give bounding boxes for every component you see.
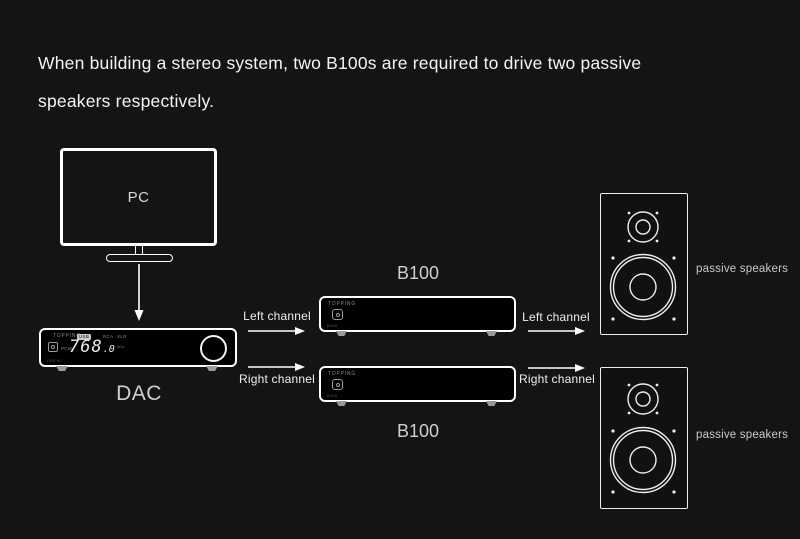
amp2-knob-icon: [332, 379, 343, 390]
amp2-foot-right: [486, 401, 497, 406]
heading-line-1: When building a stereo system, two B100s…: [38, 53, 642, 73]
heading-line-2: speakers respectively.: [38, 91, 215, 111]
amp1-foot-right: [486, 331, 497, 336]
arrowhead-pc-to-dac: [134, 310, 144, 321]
dac-right-channel-label: Right channel: [239, 372, 315, 386]
arrowhead-dac-to-amp2: [295, 363, 305, 371]
b100-amp-2: TOPPING B100: [319, 366, 516, 402]
speaker1-drivers: [609, 211, 677, 321]
dac-format-text: PCM: [61, 346, 72, 351]
dac-device: TOPPING PCM USB 768.0 RCA XLR kHz D90 II…: [39, 328, 237, 367]
dac-model-text: D90 III: [47, 358, 61, 363]
dac-input-icon: [48, 342, 58, 352]
dac-left-channel-label: Left channel: [243, 309, 311, 323]
amp2-model-text: B100: [327, 393, 338, 398]
monitor-stand-neck: [135, 246, 143, 254]
amp1-brand-text: TOPPING: [328, 301, 357, 307]
dac-input-icon-dot: [51, 345, 55, 349]
arrowhead-amp2-to-speaker2: [575, 364, 585, 372]
b100-top-label: B100: [396, 263, 440, 283]
heading: When building a stereo system, two B100s…: [38, 44, 641, 120]
amp2-knob-dot: [335, 382, 340, 387]
passive-speaker-1-icon: [600, 193, 688, 335]
dac-sample-rate-decimal: .0: [102, 344, 115, 355]
amp1-model-text: B100: [327, 323, 338, 328]
dac-foot-left: [56, 366, 68, 371]
passive-speakers-label-1: passive speakers: [696, 263, 789, 275]
b100-amp-1: TOPPING B100: [319, 296, 516, 332]
b100-bottom-label: B100: [396, 421, 440, 441]
dac-sample-rate-display: 768.0: [69, 337, 115, 360]
pc-monitor-icon: PC: [60, 148, 217, 246]
amp1-foot-left: [336, 331, 347, 336]
monitor-stand-base: [106, 254, 173, 262]
dac-unit-text: kHz: [117, 344, 125, 349]
dac-brand-text: TOPPING: [53, 333, 82, 339]
dac-sample-rate-main: 768: [69, 337, 103, 357]
amp2-foot-left: [336, 401, 347, 406]
arrowhead-amp1-to-speaker1: [575, 327, 585, 335]
passive-speakers-label-2: passive speakers: [696, 429, 789, 441]
amp-right-channel-label: Right channel: [519, 372, 595, 386]
dac-volume-knob: [200, 335, 227, 362]
pc-label: PC: [127, 188, 150, 206]
speaker2-drivers: [609, 383, 677, 494]
amp2-brand-text: TOPPING: [328, 371, 357, 377]
dac-output-rca-text: RCA: [103, 334, 114, 339]
arrowhead-dac-to-amp1: [295, 327, 305, 335]
amp1-knob-icon: [332, 309, 343, 320]
dac-output-xlr-text: XLR: [117, 334, 127, 339]
passive-speaker-2-icon: [600, 367, 688, 509]
amp1-knob-dot: [335, 312, 340, 317]
amp-left-channel-label: Left channel: [522, 310, 590, 324]
dac-usb-badge: USB: [77, 334, 92, 340]
dac-foot-right: [206, 366, 218, 371]
dac-label: DAC: [116, 382, 162, 405]
